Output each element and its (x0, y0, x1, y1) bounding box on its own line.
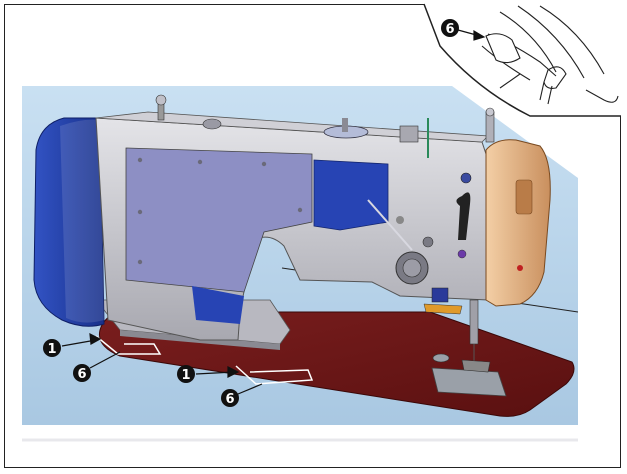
svg-text:6: 6 (77, 367, 86, 382)
right-hinge (235, 365, 314, 385)
svg-text:1: 1 (181, 368, 190, 383)
svg-text:1: 1 (47, 342, 56, 357)
callout-right-hinge-seat: 1 (177, 365, 195, 383)
callout-inset-part: 6 (441, 19, 459, 37)
svg-text:6: 6 (445, 22, 454, 37)
needle-and-presser-foot (461, 299, 491, 373)
callout-badges: 6 1 6 1 6 (43, 19, 459, 407)
machine-arm (95, 94, 495, 341)
motor-cover (33, 117, 105, 327)
tension-assembly (367, 172, 472, 315)
callout-right-hinge: 6 (221, 389, 239, 407)
callout-left-hinge-seat: 1 (43, 339, 61, 357)
callout-arrows (61, 29, 486, 395)
svg-text:6: 6 (225, 392, 234, 407)
inset-hinge-detail (423, 3, 621, 117)
face-plate (485, 139, 551, 307)
hinges (95, 335, 314, 385)
callout-left-hinge: 6 (73, 364, 91, 382)
left-hinge (95, 335, 162, 355)
